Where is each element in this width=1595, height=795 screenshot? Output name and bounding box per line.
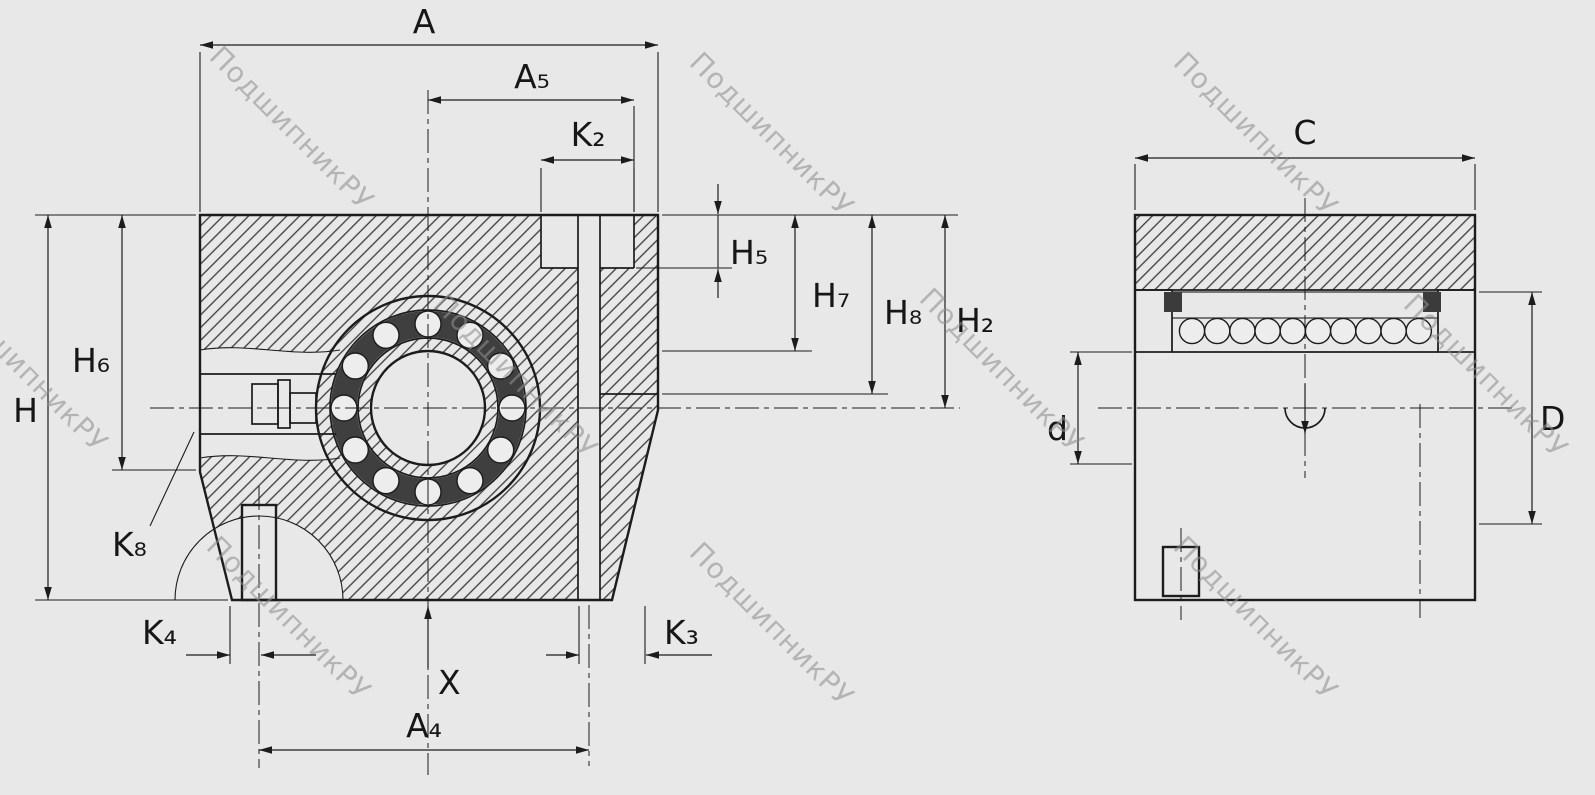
clamp-pocket bbox=[200, 347, 340, 461]
bearing-ball bbox=[1279, 317, 1307, 345]
bearing-ball bbox=[1380, 317, 1407, 345]
dim-K8: K₈ bbox=[112, 431, 195, 564]
dim-A4: A₄ bbox=[259, 706, 589, 754]
dim-D: D bbox=[1479, 291, 1565, 525]
dim-K3: K₃ bbox=[546, 606, 712, 664]
bearing-ball bbox=[1329, 317, 1357, 345]
dim-label-K3: K₃ bbox=[664, 613, 699, 652]
dim-label-A5: A₅ bbox=[514, 57, 550, 96]
leader-line bbox=[149, 431, 195, 527]
bearing-ball bbox=[1178, 317, 1206, 345]
bearing-ball bbox=[1304, 317, 1332, 345]
dim-label-H5: H₅ bbox=[730, 233, 768, 272]
dim-C: C bbox=[1134, 113, 1476, 210]
break-line-top bbox=[199, 347, 341, 353]
bearing-ball bbox=[341, 352, 369, 380]
dim-label-H8: H₈ bbox=[884, 293, 922, 332]
watermark-text: ПодшипникРУ bbox=[1167, 46, 1345, 224]
bearing-ball bbox=[1203, 317, 1231, 345]
dim-label-H6: H₆ bbox=[72, 341, 110, 380]
bearing-ball bbox=[372, 321, 400, 349]
dim-label-d: d bbox=[1047, 409, 1068, 448]
bearing-ball bbox=[1355, 317, 1382, 345]
bearing-ball bbox=[341, 436, 369, 464]
dim-label-H7: H₇ bbox=[812, 276, 850, 315]
bearing-ball bbox=[1229, 317, 1256, 345]
clamp-screw bbox=[199, 347, 341, 461]
front-centerlines bbox=[150, 90, 960, 775]
dim-H5: H₅ bbox=[636, 184, 958, 298]
dim-label-C: C bbox=[1293, 113, 1316, 152]
dim-H8: H₈ bbox=[662, 215, 922, 395]
dim-H: H bbox=[13, 215, 228, 601]
break-line-bottom bbox=[199, 455, 341, 461]
dim-X: X bbox=[424, 606, 461, 702]
retainer-left bbox=[1164, 292, 1182, 312]
dim-A: A bbox=[199, 2, 659, 212]
bearing-ball bbox=[487, 436, 515, 464]
retainer-right bbox=[1423, 292, 1441, 312]
dim-label-K4: K₄ bbox=[142, 613, 177, 652]
dimensions: A A₅ K₂ H₅ H₇ H₈ bbox=[13, 2, 1565, 754]
dim-H6: H₆ bbox=[35, 214, 196, 471]
watermark-text: ПодшипникРУ bbox=[683, 536, 861, 714]
dim-d: d bbox=[1047, 351, 1132, 465]
dim-label-X: X bbox=[438, 663, 461, 702]
side-view bbox=[1098, 198, 1512, 620]
bearing-ball bbox=[1405, 317, 1433, 345]
dim-label-A4: A₄ bbox=[406, 706, 442, 745]
dim-label-D: D bbox=[1540, 399, 1565, 438]
bearing-ball bbox=[456, 467, 484, 495]
dim-label-K8: K₈ bbox=[112, 525, 147, 564]
dim-H7: H₇ bbox=[662, 215, 850, 352]
dim-K4: K₄ bbox=[142, 606, 316, 664]
front-outline bbox=[198, 213, 660, 602]
dim-K2: K₂ bbox=[540, 115, 635, 212]
dim-H2: H₂ bbox=[941, 215, 994, 408]
watermark-text: ПодшипникРУ bbox=[683, 46, 861, 224]
watermark-text: ПодшипникРУ bbox=[913, 282, 1091, 460]
bearing-ball bbox=[372, 467, 400, 495]
side-centerlines bbox=[1098, 198, 1512, 620]
front-view bbox=[150, 90, 960, 775]
dim-label-H: H bbox=[13, 391, 38, 430]
bearing-ball bbox=[456, 321, 484, 349]
watermark-text: ПодшипникРУ bbox=[203, 40, 381, 218]
dim-label-H2: H₂ bbox=[956, 301, 994, 340]
bearing-ball bbox=[1254, 317, 1281, 345]
dim-label-K2: K₂ bbox=[571, 115, 606, 154]
dim-label-A: A bbox=[413, 2, 436, 41]
bearing-ball bbox=[487, 352, 515, 380]
